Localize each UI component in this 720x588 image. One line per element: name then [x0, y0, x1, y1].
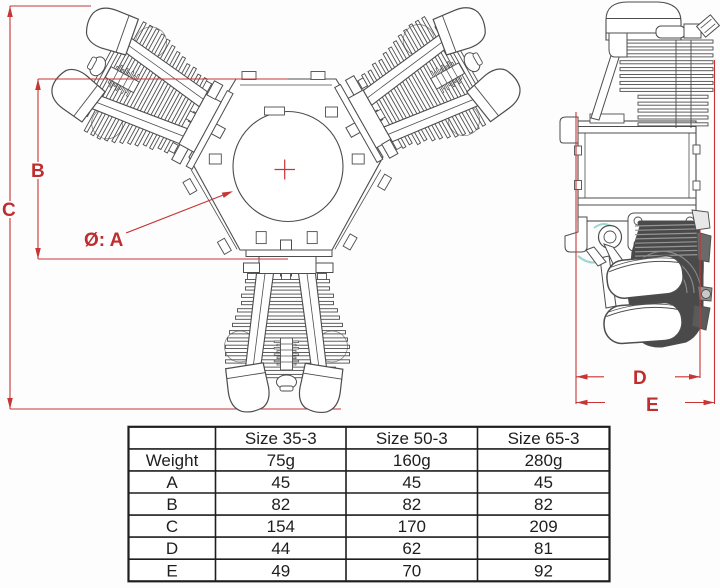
svg-text:Weight: Weight — [146, 451, 199, 470]
svg-text:A: A — [166, 473, 178, 492]
svg-text:C: C — [166, 517, 178, 536]
svg-text:45: 45 — [402, 473, 421, 492]
svg-text:75g: 75g — [267, 451, 295, 470]
svg-text:D: D — [166, 539, 178, 558]
svg-text:49: 49 — [271, 561, 290, 580]
svg-text:209: 209 — [529, 517, 557, 536]
svg-text:Size 50-3: Size 50-3 — [376, 429, 448, 448]
svg-text:82: 82 — [534, 495, 553, 514]
svg-text:92: 92 — [534, 561, 553, 580]
svg-text:Size 65-3: Size 65-3 — [508, 429, 580, 448]
svg-text:C: C — [2, 200, 16, 221]
svg-text:Size 35-3: Size 35-3 — [245, 429, 317, 448]
svg-text:E: E — [166, 561, 177, 580]
svg-text:B: B — [31, 161, 45, 182]
svg-text:44: 44 — [271, 539, 290, 558]
svg-text:45: 45 — [534, 473, 553, 492]
svg-text:70: 70 — [402, 561, 421, 580]
svg-text:62: 62 — [402, 539, 421, 558]
svg-text:160g: 160g — [393, 451, 431, 470]
svg-text:B: B — [166, 495, 177, 514]
svg-text:154: 154 — [267, 517, 295, 536]
svg-text:280g: 280g — [525, 451, 563, 470]
svg-text:81: 81 — [534, 539, 553, 558]
svg-text:Ø: A: Ø: A — [84, 230, 124, 251]
svg-text:D: D — [633, 368, 647, 389]
svg-text:E: E — [646, 395, 659, 416]
svg-text:82: 82 — [402, 495, 421, 514]
svg-text:82: 82 — [271, 495, 290, 514]
svg-text:170: 170 — [398, 517, 426, 536]
svg-text:45: 45 — [271, 473, 290, 492]
